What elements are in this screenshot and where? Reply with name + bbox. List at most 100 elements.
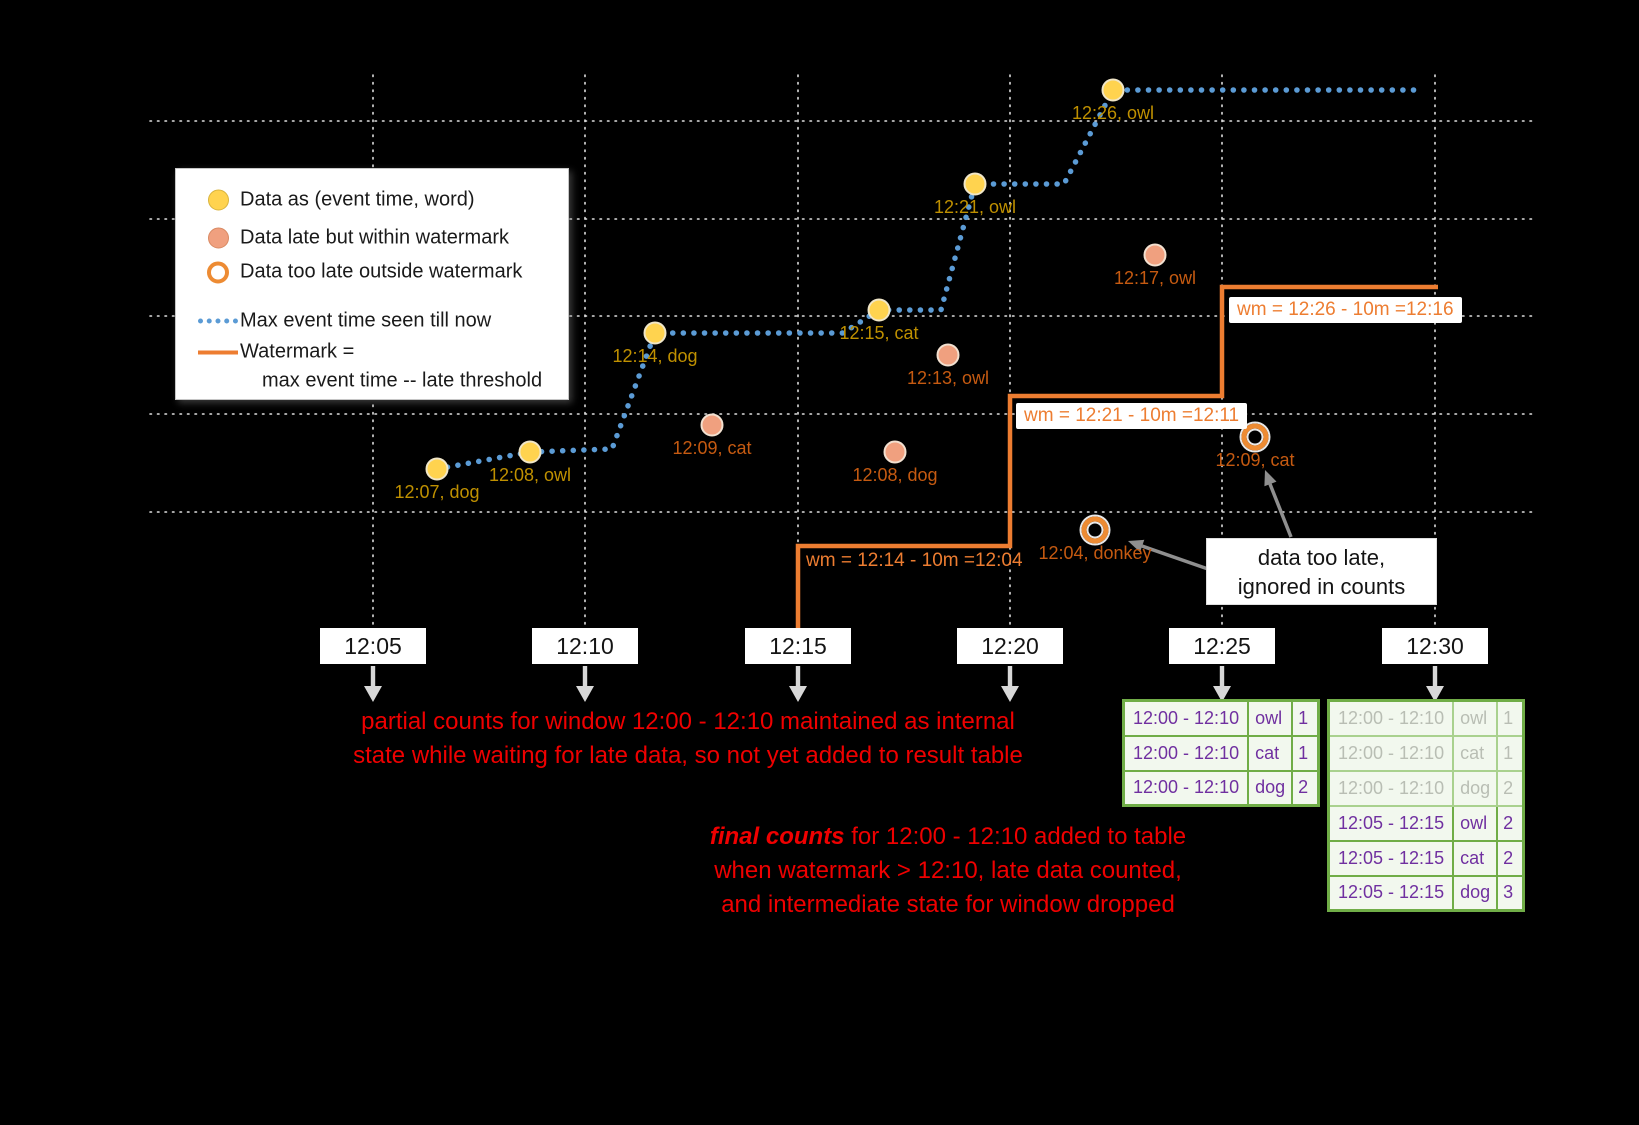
partial-counts-line2: state while waiting for late data, so no… xyxy=(353,742,1023,769)
count-cell: 2 xyxy=(1496,769,1525,807)
final-counts-line2: when watermark > 12:10, late data counte… xyxy=(714,857,1182,884)
event-point-label: 12:26, owl xyxy=(1071,103,1155,123)
salmon-dot-icon xyxy=(207,227,229,249)
solid-line-icon xyxy=(198,350,238,354)
window-cell: 12:00 - 12:10 xyxy=(1327,769,1455,807)
legend-watermark-label-line1: Watermark = xyxy=(240,340,355,363)
too-late-callout-line1: data too late, xyxy=(1257,544,1386,570)
too-late-ring-icon xyxy=(1081,516,1109,544)
down-arrow-icon xyxy=(363,666,382,702)
event-point-label: 12:15, cat xyxy=(839,323,919,343)
down-arrow-icon xyxy=(576,666,594,702)
salmon-dot-icon xyxy=(196,227,240,249)
word-cell: cat xyxy=(1452,734,1499,772)
time-label-1220: 12:20 xyxy=(957,628,1063,664)
time-label-1205: 12:05 xyxy=(320,628,426,664)
late-point-label: 12:09, cat xyxy=(672,438,752,458)
word-cell: dog xyxy=(1452,874,1499,912)
table-row-old: 12:00 - 12:10 owl 1 xyxy=(1327,699,1525,737)
late-dot-icon xyxy=(936,343,960,367)
watermark-label-3: wm = 12:26 - 10m =12:16 xyxy=(1229,297,1462,323)
down-arrow-icon xyxy=(1426,666,1445,702)
window-cell: 12:05 - 12:15 xyxy=(1327,839,1455,877)
count-cell: 1 xyxy=(1291,734,1320,772)
event-dot-icon xyxy=(867,298,891,322)
solid-line-icon xyxy=(196,350,240,354)
event-dot-icon xyxy=(518,440,542,464)
late-point-label: 12:17, owl xyxy=(1113,268,1197,288)
time-label-1230: 12:30 xyxy=(1382,628,1488,664)
arrowhead-icon xyxy=(1264,470,1277,487)
too-late-pointer-arrows xyxy=(1128,470,1293,571)
too-late-point-label: 12:04, donkey xyxy=(1038,543,1152,563)
result-table-1230: 12:00 - 12:10 owl 1 12:00 - 12:10 cat 1 … xyxy=(1327,699,1525,912)
too-late-callout: data too late, ignored in counts xyxy=(1206,538,1437,605)
arrow-to-late-cat xyxy=(1268,483,1293,538)
legend: Data as (event time, word) Data late but… xyxy=(175,168,569,400)
table-row: 12:00 - 12:10 dog 2 xyxy=(1122,769,1320,807)
table-row: 12:00 - 12:10 owl 1 xyxy=(1122,699,1320,737)
event-point-label: 12:14, dog xyxy=(612,346,698,366)
event-dot-icon xyxy=(425,457,449,481)
partial-counts-note: partial counts for window 12:00 - 12:10 … xyxy=(323,705,1053,773)
watermark-line xyxy=(795,284,1438,628)
watermark-label-1: wm = 12:14 - 10m =12:04 xyxy=(806,550,1023,571)
word-cell: owl xyxy=(1452,804,1499,842)
word-cell: cat xyxy=(1452,839,1499,877)
time-axis-arrows xyxy=(363,666,1445,702)
word-cell: owl xyxy=(1452,699,1499,737)
word-cell: cat xyxy=(1247,734,1294,772)
table-row: 12:05 - 12:15 cat 2 xyxy=(1327,839,1525,877)
word-cell: dog xyxy=(1247,769,1294,807)
arrow-to-donkey xyxy=(1141,544,1209,571)
yellow-dot-icon xyxy=(196,189,240,211)
window-cell: 12:00 - 12:10 xyxy=(1122,769,1250,807)
legend-too-late-label: Data too late outside watermark xyxy=(240,260,523,283)
too-late-callout-line2: ignored in counts xyxy=(1237,573,1406,599)
window-cell: 12:00 - 12:10 xyxy=(1122,699,1250,737)
final-counts-line3: and intermediate state for window droppe… xyxy=(721,891,1175,918)
window-cell: 12:00 - 12:10 xyxy=(1327,734,1455,772)
final-counts-note: final counts for 12:00 - 12:10 added to … xyxy=(598,820,1298,922)
hollow-dot-icon xyxy=(196,261,240,283)
legend-item-late: Data late but within watermark xyxy=(196,227,562,250)
dotted-line-icon xyxy=(198,318,238,324)
watermark-label-2: wm = 12:21 - 10m =12:11 xyxy=(1016,403,1248,429)
count-cell: 1 xyxy=(1291,699,1320,737)
too-late-ring-icon xyxy=(1241,423,1269,451)
count-cell: 1 xyxy=(1496,699,1525,737)
event-dot-icon xyxy=(963,172,987,196)
down-arrow-icon xyxy=(789,666,807,702)
window-cell: 12:00 - 12:10 xyxy=(1122,734,1250,772)
final-counts-line1: final counts for 12:00 - 12:10 added to … xyxy=(598,820,1298,854)
legend-item-watermark-line2: max event time -- late threshold xyxy=(262,370,562,393)
table-row-old: 12:00 - 12:10 dog 2 xyxy=(1327,769,1525,807)
event-point-label: 12:07, dog xyxy=(394,482,480,502)
time-label-1215: 12:15 xyxy=(745,628,851,664)
late-point-label: 12:13, owl xyxy=(906,368,990,388)
legend-item-normal: Data as (event time, word) xyxy=(196,189,562,212)
table-row-old: 12:00 - 12:10 cat 1 xyxy=(1327,734,1525,772)
window-cell: 12:00 - 12:10 xyxy=(1327,699,1455,737)
late-dot-icon xyxy=(883,440,907,464)
event-point-label: 12:21, owl xyxy=(933,197,1017,217)
arrowhead-icon xyxy=(1128,539,1145,553)
legend-item-max-event: Max event time seen till now xyxy=(196,310,562,333)
count-cell: 3 xyxy=(1496,874,1525,912)
count-cell: 2 xyxy=(1496,804,1525,842)
hollow-dot-icon xyxy=(207,261,229,283)
table-row: 12:00 - 12:10 cat 1 xyxy=(1122,734,1320,772)
time-label-1210: 12:10 xyxy=(532,628,638,664)
down-arrow-icon xyxy=(1001,666,1019,702)
legend-watermark-label-line2: max event time -- late threshold xyxy=(262,369,543,392)
late-point-label: 12:08, dog xyxy=(852,465,938,485)
count-cell: 2 xyxy=(1496,839,1525,877)
count-cell: 2 xyxy=(1291,769,1320,807)
too-late-point-label: 12:09, cat xyxy=(1215,450,1295,470)
window-cell: 12:05 - 12:15 xyxy=(1327,874,1455,912)
event-dot-icon xyxy=(1101,78,1125,102)
count-cell: 1 xyxy=(1496,734,1525,772)
legend-normal-label: Data as (event time, word) xyxy=(240,188,475,211)
legend-max-event-label: Max event time seen till now xyxy=(240,309,492,332)
